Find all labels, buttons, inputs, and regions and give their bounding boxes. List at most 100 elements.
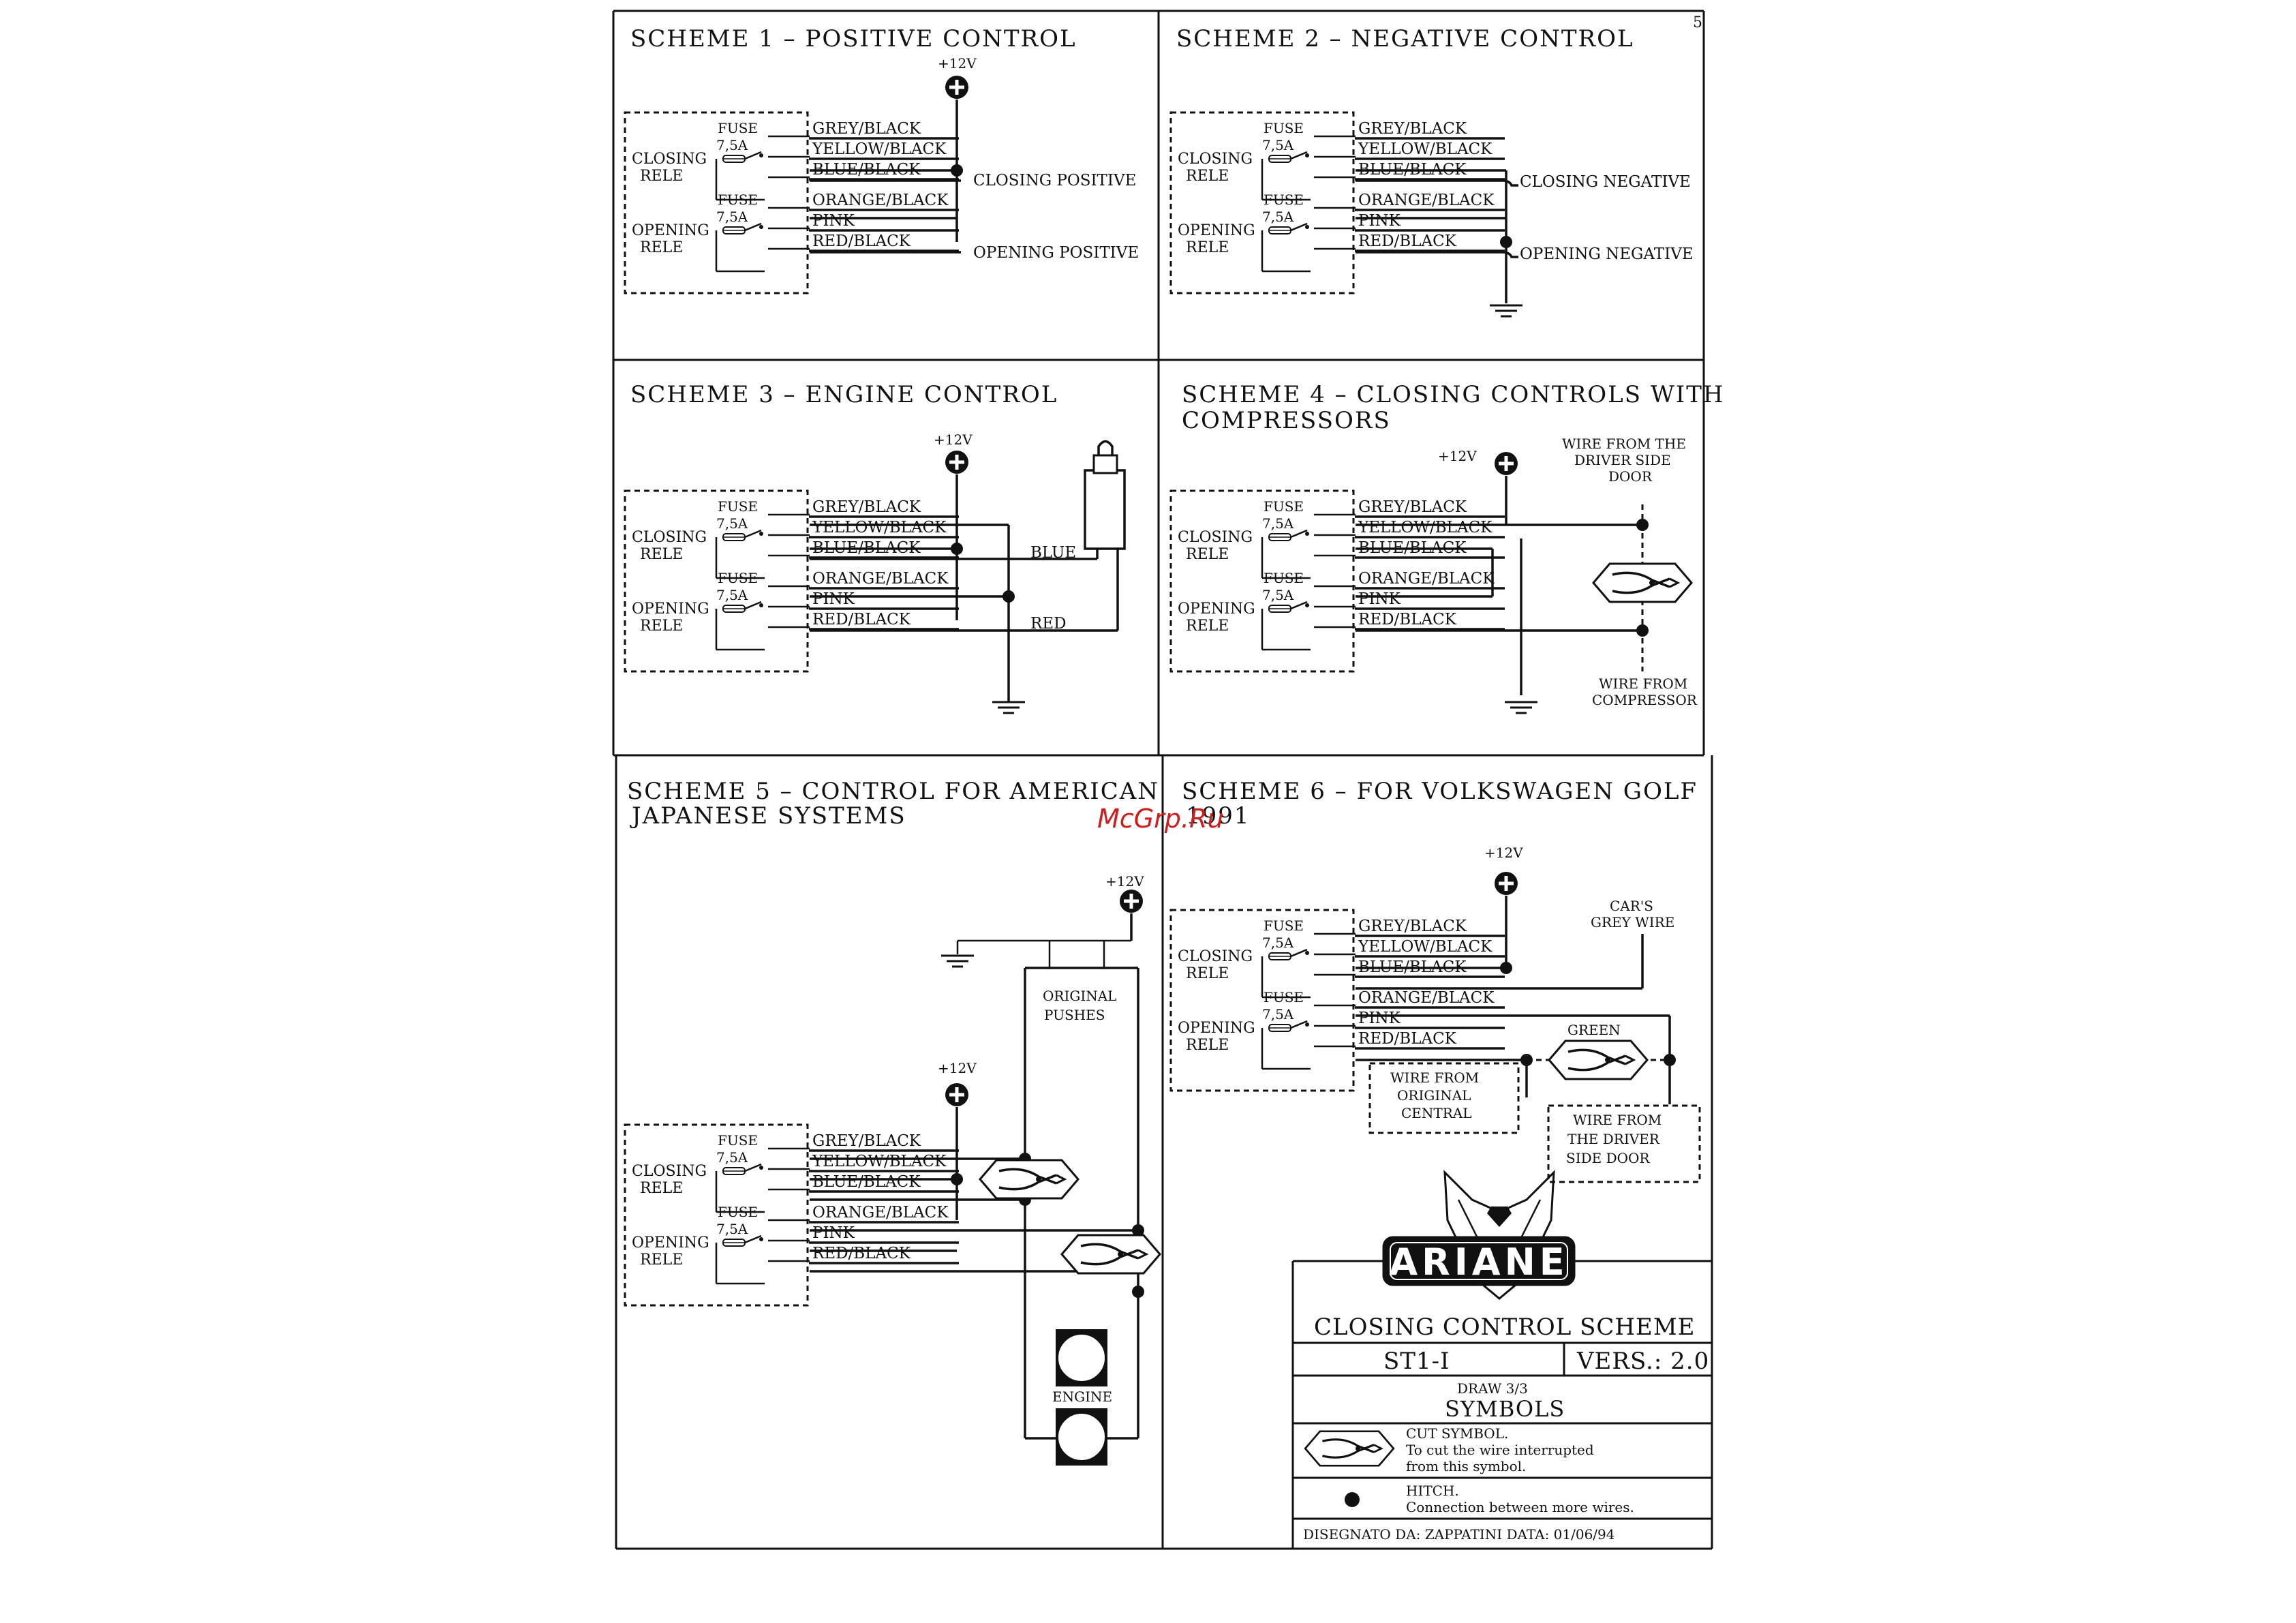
fuse-label: FUSE	[718, 120, 758, 136]
wire-label: GREY/BLACK	[1358, 917, 1467, 935]
scheme6-central-2: ORIGINAL	[1397, 1087, 1471, 1104]
wire-label: RED/BLACK	[812, 232, 911, 250]
scheme6-driver-2: THE DRIVER	[1567, 1131, 1660, 1147]
wire-label: RED/BLACK	[1358, 232, 1457, 250]
wire-label: YELLOW/BLACK	[812, 140, 947, 158]
closing-rele-label: RELE	[1186, 965, 1229, 982]
relay-switch-icon	[744, 1234, 762, 1244]
wire-label: RED/BLACK	[1358, 1030, 1457, 1048]
wire-label: ORANGE/BLACK	[812, 192, 949, 209]
fuse-label: FUSE	[718, 1132, 758, 1149]
scheme5-title-1: SCHEME 5 – CONTROL FOR AMERICAN	[627, 778, 1159, 805]
ground-icon	[991, 701, 1026, 714]
scheme1-supply-label: +12V	[938, 55, 977, 72]
scheme4-title-2: COMPRESSORS	[1182, 407, 1391, 434]
wire-label: ORANGE/BLACK	[1358, 570, 1495, 588]
wire-label: GREY/BLACK	[812, 498, 921, 516]
fuse-rating-label: 7,5A	[1262, 209, 1294, 225]
scheme6-green-label: GREEN	[1567, 1022, 1621, 1038]
scheme6-central-1: WIRE FROM	[1390, 1070, 1479, 1086]
wire-label: GREY/BLACK	[812, 1132, 921, 1150]
scheme2-closing-out: CLOSING NEGATIVE	[1520, 173, 1691, 191]
wire-label: PINK	[1358, 1010, 1401, 1027]
fuse-rating-label: 7,5A	[1262, 1006, 1294, 1022]
cut-symbol-icon	[1592, 562, 1693, 603]
wire-label: YELLOW/BLACK	[1358, 938, 1493, 956]
relay-switch-icon	[744, 529, 762, 539]
scheme4-rele-block: CLOSINGRELEOPENINGRELEFUSE7,5AFUSE7,5AGR…	[1169, 489, 1505, 673]
scheme1-closing-out: CLOSING POSITIVE	[973, 172, 1136, 189]
hitch-dot-icon	[951, 543, 963, 555]
rele-enclosure	[1169, 489, 1355, 673]
hitch-desc: Connection between more wires.	[1406, 1499, 1634, 1515]
wire-label: GREY/BLACK	[1358, 120, 1467, 138]
plus-terminal-icon	[945, 1083, 968, 1106]
fuse-label: FUSE	[1264, 917, 1304, 934]
wire-label: YELLOW/BLACK	[1358, 140, 1493, 158]
rele-enclosure	[624, 489, 809, 673]
scheme6-volkswagen-golf: SCHEME 6 – FOR VOLKSWAGEN GOLF 1991 +12V…	[1182, 778, 1701, 1183]
fuse-icon	[1268, 533, 1291, 541]
fuse-icon	[722, 1167, 746, 1175]
closing-rele-label: CLOSING	[1178, 151, 1253, 168]
cut-symbol-icon	[1304, 1430, 1395, 1467]
cut-symbol-icon	[979, 1159, 1080, 1200]
scheme6-title-1: SCHEME 6 – FOR VOLKSWAGEN GOLF	[1182, 778, 1698, 805]
compressor-icon	[1084, 440, 1126, 550]
fuse-icon	[1268, 952, 1291, 960]
scheme2-negative-control: SCHEME 2 – NEGATIVE CONTROL CLOSING NEGA…	[1176, 25, 1694, 318]
wire-label: ORANGE/BLACK	[812, 1204, 949, 1222]
title-block: ARIANE CLOSING CONTROL SCHEME ST1-I VERS…	[1291, 1170, 1712, 1549]
relay-switch-icon	[1290, 1020, 1308, 1029]
relay-switch-icon	[1290, 222, 1308, 232]
scheme6-rele-block: CLOSINGRELEOPENINGRELEFUSE7,5AFUSE7,5AGR…	[1169, 909, 1505, 1092]
opening-rele-label: OPENING	[632, 222, 709, 239]
scheme3-supply-label: +12V	[934, 431, 973, 448]
opening-rele-label: RELE	[1186, 618, 1229, 635]
wire-label: YELLOW/BLACK	[812, 1153, 947, 1170]
scheme5-supply-label-top: +12V	[1105, 873, 1144, 890]
fuse-icon	[1268, 605, 1291, 613]
scheme3-blue-label: BLUE	[1030, 544, 1076, 562]
scheme2-rele-block: CLOSINGRELEOPENINGRELEFUSE7,5AFUSE7,5AGR…	[1169, 111, 1505, 294]
opening-rele-label: RELE	[640, 239, 683, 256]
wire-label: RED/BLACK	[1358, 611, 1457, 628]
scheme4-compressors: SCHEME 4 – CLOSING CONTROLS WITH COMPRES…	[1182, 381, 1724, 714]
fuse-rating-label: 7,5A	[1262, 587, 1294, 603]
scheme6-car-grey-1: CAR'S	[1610, 898, 1653, 914]
scheme2-title: SCHEME 2 – NEGATIVE CONTROL	[1176, 25, 1634, 52]
scheme4-compressor-wire-2: COMPRESSOR	[1592, 692, 1698, 708]
plus-terminal-icon	[1495, 452, 1518, 475]
closing-rele-label: RELE	[640, 546, 683, 563]
scheme6-supply-label: +12V	[1484, 845, 1523, 861]
closing-rele-label: CLOSING	[632, 151, 707, 168]
scheme2-opening-out: OPENING NEGATIVE	[1520, 245, 1694, 263]
scheme1-title: SCHEME 1 – POSITIVE CONTROL	[630, 25, 1077, 52]
wire-label: GREY/BLACK	[1358, 498, 1467, 516]
fuse-rating-label: 7,5A	[716, 1221, 748, 1237]
drawing-sheet-count: DRAW 3/3	[1457, 1380, 1528, 1397]
scheme5-title-2: JAPANESE SYSTEMS	[630, 802, 906, 830]
scheme5-american-japanese: SCHEME 5 – CONTROL FOR AMERICAN JAPANESE…	[627, 778, 1161, 1467]
closing-rele-label: CLOSING	[1178, 948, 1253, 965]
relay-switch-icon	[1290, 601, 1308, 610]
rele-enclosure	[1169, 111, 1355, 294]
fuse-icon	[1268, 226, 1291, 234]
wire-label: PINK	[812, 212, 855, 230]
opening-rele-label: OPENING	[632, 1234, 709, 1252]
wire-label: BLUE/BLACK	[812, 1173, 921, 1191]
plus-terminal-icon	[945, 451, 968, 474]
scheme5-pushes-2: PUSHES	[1044, 1007, 1105, 1023]
cut-symbol-icon	[1060, 1234, 1161, 1275]
fuse-rating-label: 7,5A	[1262, 137, 1294, 153]
plus-terminal-icon	[945, 76, 968, 99]
wire-label: GREY/BLACK	[812, 120, 921, 138]
scheme1-opening-out: OPENING POSITIVE	[973, 244, 1139, 262]
opening-rele-label: OPENING	[632, 601, 709, 618]
ground-icon	[940, 954, 975, 968]
wire-label: PINK	[1358, 590, 1401, 608]
hitch-dot-icon	[951, 1173, 963, 1185]
motor-icon	[1054, 1328, 1109, 1388]
scheme4-compressor-wire-1: WIRE FROM	[1599, 676, 1687, 692]
